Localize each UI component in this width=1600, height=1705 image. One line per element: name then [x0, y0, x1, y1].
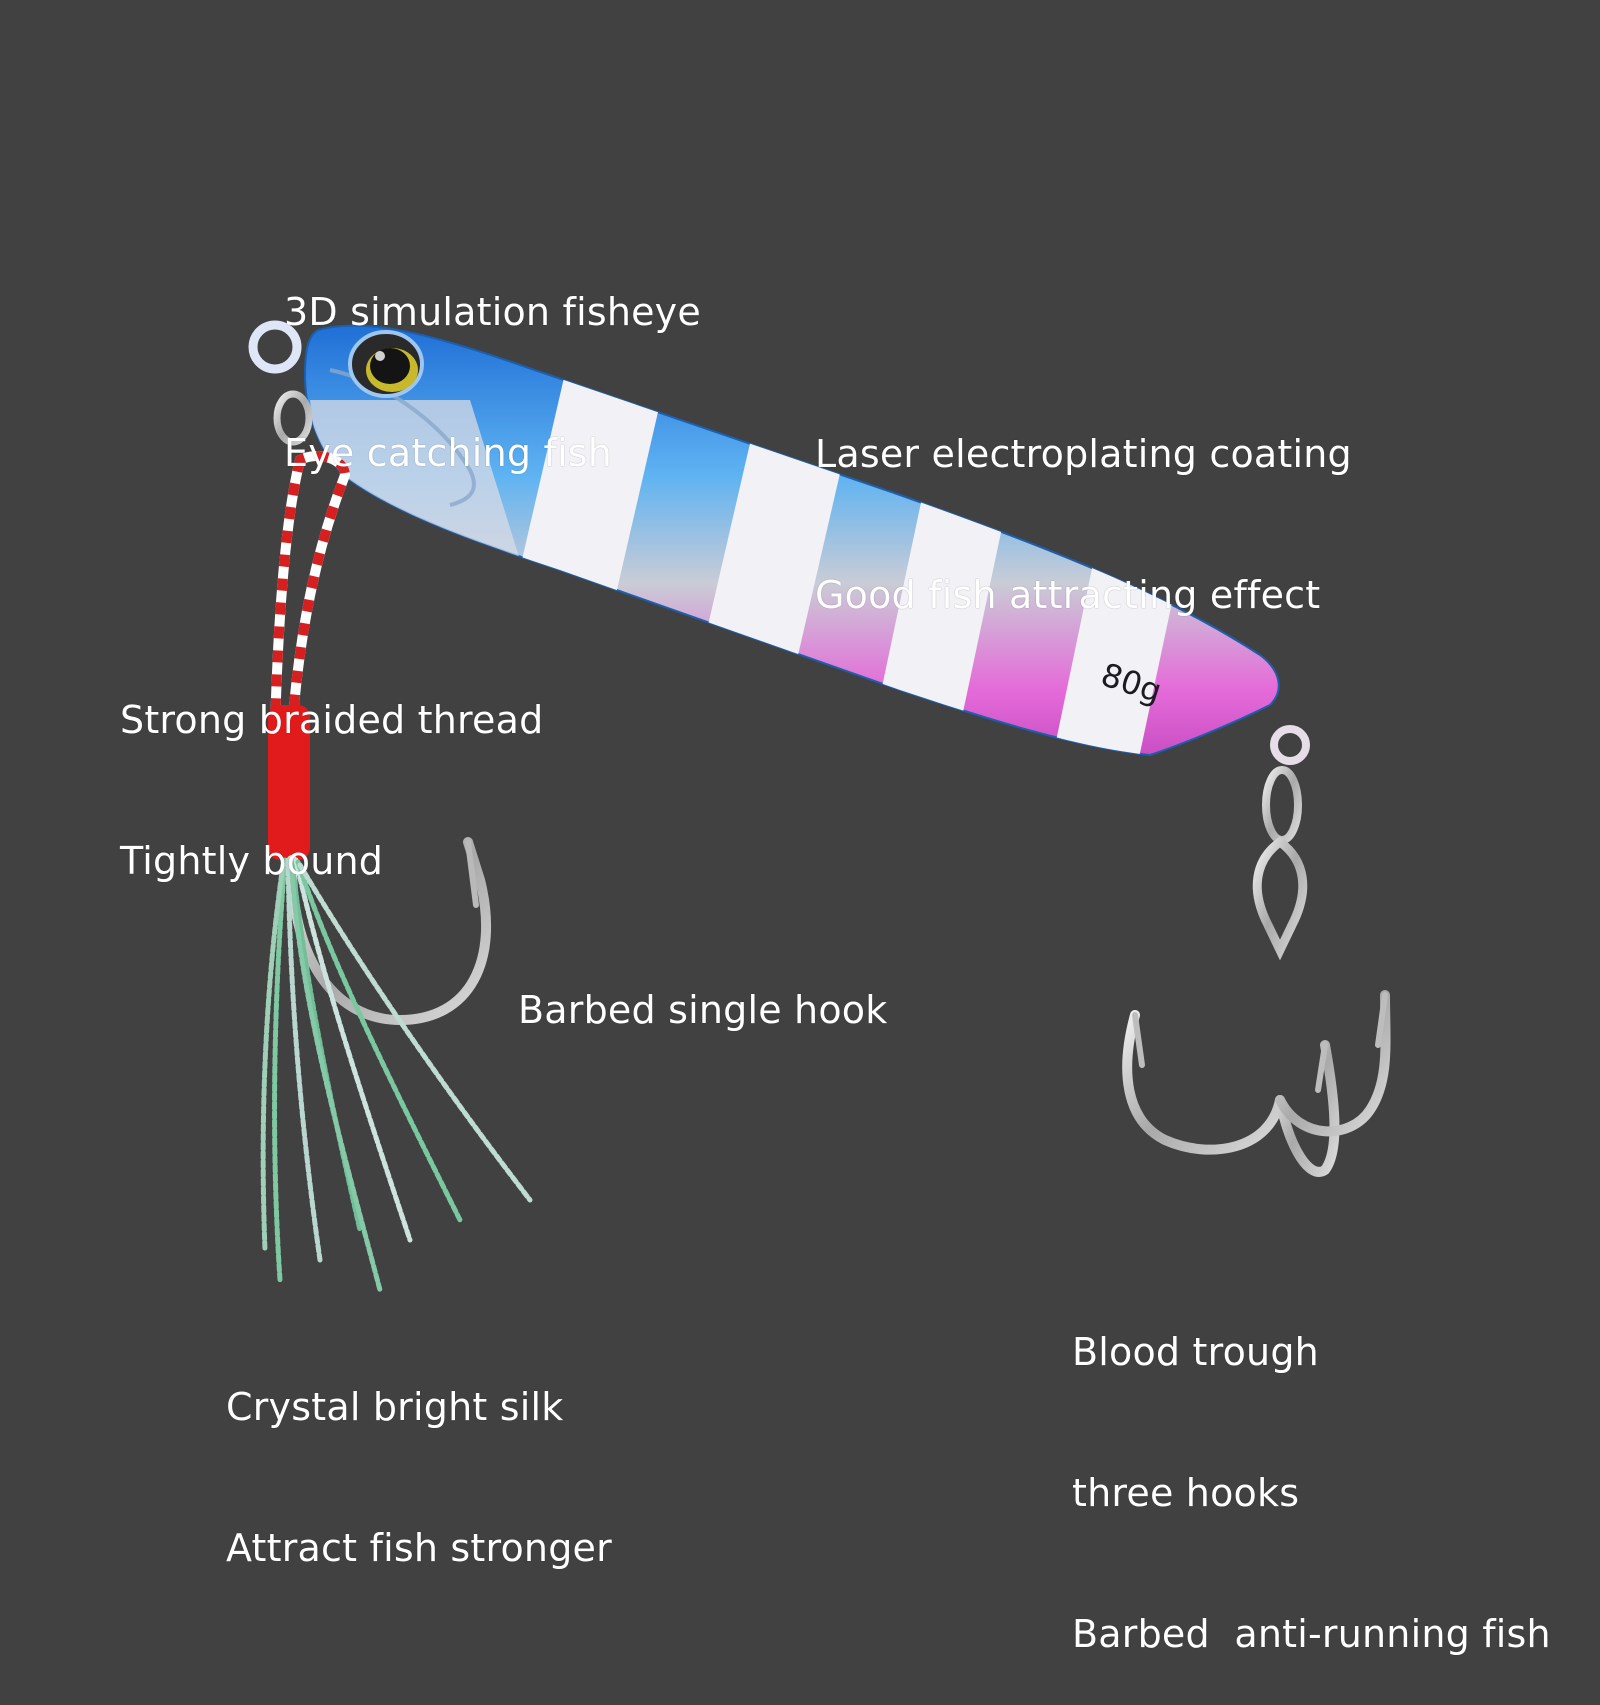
callout-treble-hook-line-2: three hooks	[1072, 1471, 1300, 1515]
tail-eyelet	[1270, 725, 1310, 765]
treble-hook	[1122, 836, 1391, 1177]
head-split-ring	[273, 390, 313, 446]
callout-silk-line-2: Attract fish stronger	[226, 1526, 612, 1570]
callout-single-hook-line-1: Barbed single hook	[518, 988, 888, 1032]
lure-illustration: 80g	[248, 320, 1391, 1293]
callout-fisheye-line-1: 3D simulation fisheye	[284, 290, 701, 334]
callout-single-hook: Barbed single hook	[518, 893, 887, 1081]
tail-split-ring	[1262, 766, 1302, 844]
callout-braid-line-2: Tightly bound	[120, 839, 384, 883]
callout-braid-line-1: Strong braided thread	[120, 698, 544, 742]
callout-coating-line-1: Laser electroplating coating	[815, 432, 1352, 476]
crystal-silk	[260, 857, 533, 1293]
fisheye	[348, 330, 424, 398]
callout-fisheye-line-2: Eye catching fish	[284, 431, 613, 475]
callout-coating-line-2: Good fish attracting effect	[815, 573, 1321, 617]
lure-body	[303, 324, 1280, 757]
callout-silk: Crystal bright silk Attract fish stronge…	[226, 1290, 612, 1619]
callout-braid: Strong braided thread Tightly bound	[120, 603, 543, 932]
callout-treble-hook-line-3: Barbed anti-running fish	[1072, 1612, 1551, 1656]
callout-treble-hook: Blood trough three hooks Barbed anti-run…	[1072, 1235, 1551, 1705]
callout-fisheye: 3D simulation fisheye Eye catching fish	[284, 195, 701, 524]
callout-treble-hook-line-1: Blood trough	[1072, 1330, 1319, 1374]
red-binding	[268, 705, 310, 860]
callout-coating: Laser electroplating coating Good fish a…	[815, 337, 1352, 666]
braided-thread	[268, 451, 351, 860]
head-eyelet	[248, 320, 302, 374]
callout-silk-line-1: Crystal bright silk	[226, 1385, 564, 1429]
